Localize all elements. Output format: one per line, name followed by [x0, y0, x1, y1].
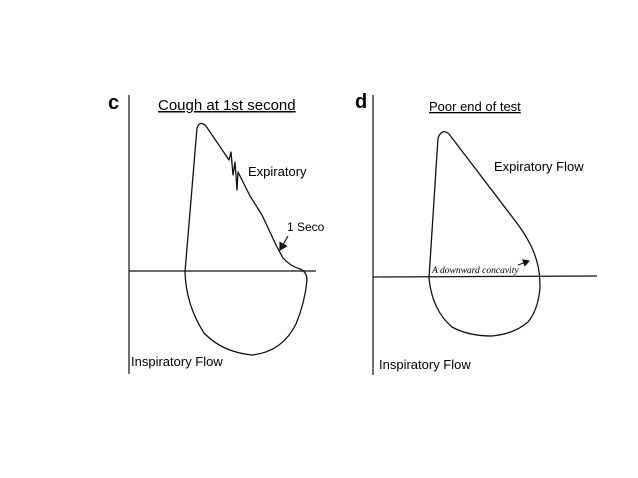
panel-d: d Poor end of test Expiratory Flow A dow…: [355, 91, 598, 375]
panel-d-x-axis: [372, 275, 598, 278]
panel-d-inspiratory-label: Inspiratory Flow: [379, 357, 471, 372]
panel-c-time-arrow: [279, 235, 289, 252]
panel-c-time-label: 1 Seco: [287, 220, 325, 234]
panel-c-expiratory-label: Expiratory: [248, 164, 307, 179]
panel-c-inspiratory-curve: [184, 271, 308, 356]
panel-d-expiratory-curve: [428, 131, 541, 289]
panel-c-expiratory-curve: [184, 122, 308, 281]
panel-c: c Cough at 1st second Expiratory 1 Seco …: [108, 92, 325, 374]
panel-c-title: Cough at 1st second: [158, 97, 296, 114]
panel-d-letter: d: [355, 91, 367, 113]
panel-d-expiratory-label: Expiratory Flow: [494, 159, 584, 174]
panel-c-letter: c: [108, 92, 119, 114]
panel-c-inspiratory-label: Inspiratory Flow: [131, 354, 223, 369]
panel-d-inspiratory-curve: [428, 277, 541, 337]
panel-d-concavity-arrow: [517, 259, 530, 267]
panel-d-title: Poor end of test: [429, 99, 521, 114]
panel-d-concavity-label: A downward concavity: [431, 266, 519, 276]
